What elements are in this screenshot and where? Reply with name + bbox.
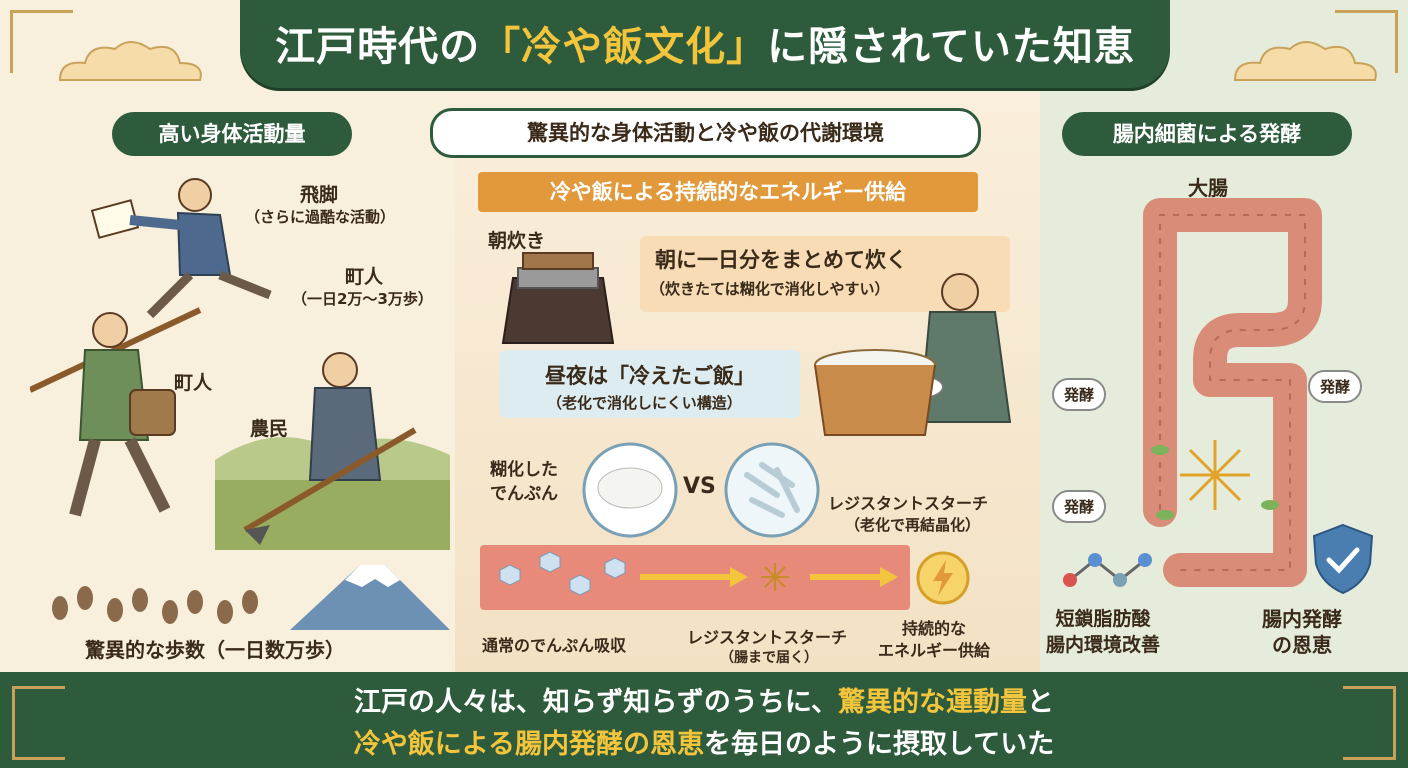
- gut-benefit-label: 腸内発酵 の恩恵: [1262, 607, 1342, 657]
- footprints-icon: [52, 586, 258, 624]
- footer-bar: [0, 672, 1408, 768]
- normal-absorption-label: 通常のでんぷん吸収: [482, 636, 627, 655]
- title-banner: [240, 0, 1170, 88]
- vs-label: VS: [683, 474, 716, 499]
- asa-note: （炊きたては糊化で消化しやすい）: [650, 280, 890, 298]
- cloud-icon: [1233, 41, 1377, 81]
- shield-check-icon: [1312, 523, 1374, 595]
- sustained-energy-label: 持続的な エネルギー供給: [878, 619, 991, 660]
- hiru-title: 昼夜は「冷えたご飯」: [545, 364, 755, 388]
- corner-ornament: [10, 10, 73, 73]
- hikyaku-label: 飛脚: [300, 184, 339, 206]
- asa-label: 朝炊き: [488, 230, 546, 252]
- energy-bolt-icon: [916, 551, 970, 605]
- mount-fuji-icon: [290, 565, 450, 630]
- rice-cooker-pot-icon: [501, 252, 615, 344]
- rs-flow-label: レジスタントスターチ: [687, 628, 848, 647]
- scfa-molecule-icon: [1063, 553, 1152, 587]
- title-highlight: 「冷や飯文化」: [480, 24, 768, 70]
- footer-ornament-left: [12, 686, 65, 760]
- middle-banner: 冷や飯による持続的なエネルギー供給: [478, 172, 978, 212]
- rs-flow-note: （腸まで届く）: [720, 650, 818, 666]
- title-prefix: 江戸時代の: [275, 24, 481, 70]
- cooked-rice-bowl-icon: [582, 442, 678, 538]
- resistant-starch-note: （老化で再結晶化）: [845, 516, 981, 534]
- left-header: 高い身体活動量: [112, 112, 352, 156]
- large-intestine-label: 大腸: [1188, 176, 1228, 200]
- fermentation-burst-icon: [1151, 440, 1279, 520]
- digestion-flow-diagram: [480, 545, 910, 610]
- nomin-label: 農民: [250, 418, 289, 440]
- asa-title: 朝に一日分をまとめて炊く: [655, 248, 907, 272]
- large-intestine-illustration: [1143, 198, 1322, 587]
- chonin-walker-figure: [30, 307, 202, 517]
- resistant-starch-label: レジスタントスターチ: [828, 494, 989, 513]
- ferment-bubble-1: 発酵: [1052, 378, 1107, 411]
- right-header: 腸内細菌による発酵: [1062, 112, 1352, 156]
- scfa-label: 短鎖脂肪酸 腸内環境改善: [1046, 608, 1161, 656]
- chonin-label-top: 町人: [345, 266, 384, 288]
- hiru-info-box: [500, 350, 800, 418]
- hikyaku-runner-figure: [90, 178, 272, 319]
- hikyaku-note: （さらに過酷な活動）: [245, 208, 396, 226]
- ferment-bubble-2: 発酵: [1308, 370, 1363, 403]
- footer-line-1: 江戸の人々は、知らず知らずのうちに、驚異的な運動量と: [353, 687, 1055, 718]
- title-suffix: に隠されていた知恵: [767, 24, 1135, 70]
- middle-header: 驚異的な身体活動と冷や飯の代謝環境: [430, 108, 981, 158]
- farmer-field-scene: [215, 352, 450, 550]
- resistant-starch-crystal-icon: [724, 442, 820, 538]
- footer-line-2: 冷や飯による腸内発酵の恩恵を毎日のように摂取していた: [353, 729, 1055, 760]
- chonin-steps: （一日2万〜3万歩）: [292, 290, 433, 308]
- ferment-bubble-3: 発酵: [1052, 490, 1107, 523]
- footer-ornament-right: [1343, 686, 1396, 760]
- hiru-note: （老化で消化しにくい構造）: [547, 394, 742, 412]
- gelatinized-starch-label: 糊化した でんぷん: [490, 460, 558, 504]
- wooden-rice-tub-icon: [814, 349, 936, 436]
- page-title: 江戸時代の「冷や飯文化」に隠されていた知恵: [240, 14, 1170, 72]
- chonin-label-figure: 町人: [174, 372, 213, 394]
- cloud-icon: [58, 41, 202, 81]
- steps-caption: 驚異的な歩数（一日数万歩）: [85, 638, 345, 662]
- corner-ornament: [1335, 10, 1398, 73]
